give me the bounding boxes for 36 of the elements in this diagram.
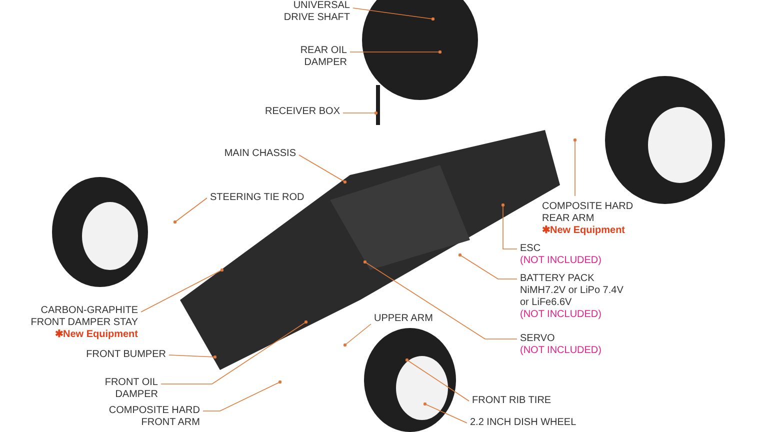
leader-line [573,138,577,196]
part-label: FRONT OIL DAMPER [104,377,158,401]
leader-line [458,253,518,280]
part-label: 2.2 INCH DISH WHEEL [470,417,576,429]
part-label: SERVO [520,333,555,345]
leader-line [423,402,468,424]
leader-line [173,198,208,224]
leader-line [352,8,435,21]
not-included-note: (NOT INCLUDED) [520,345,602,357]
part-label: UPPER ARM [374,313,433,325]
not-included-note: (NOT INCLUDED) [520,309,602,321]
new-equipment-note: ✱New Equipment [542,225,626,237]
part-label: CARBON-GRAPHITE FRONT DAMPER STAY [30,305,138,329]
leader-line [363,260,518,340]
part-label: RECEIVER BOX [264,106,340,118]
leader-line [342,111,378,115]
leader-line [343,324,372,347]
part-label: MAIN CHASSIS [224,148,296,160]
new-equipment-note: ✱New Equipment [54,329,138,341]
part-label: COMPOSITE HARD FRONT ARM [108,405,200,429]
leader-line [501,203,518,250]
part-label: UNIVERSAL DRIVE SHAFT [282,0,350,24]
part-label: FRONT BUMPER [86,349,166,361]
part-label: STEERING TIE ROD [210,192,304,204]
part-label: ESC [520,243,541,255]
part-label: REAR OIL DAMPER [299,45,347,69]
leader-line [405,358,470,402]
leader-line [202,380,282,412]
leader-line [298,154,347,184]
part-label: COMPOSITE HARD REAR ARM [542,201,634,225]
part-label: BATTERY PACK NiMH7.2V or LiPo 7.4V or LiFe6.6V [520,273,624,309]
leader-line [140,268,224,312]
leader-line [168,354,217,359]
leader-line [160,320,308,384]
not-included-note: (NOT INCLUDED) [520,255,602,267]
part-label: FRONT RIB TIRE [472,395,552,407]
